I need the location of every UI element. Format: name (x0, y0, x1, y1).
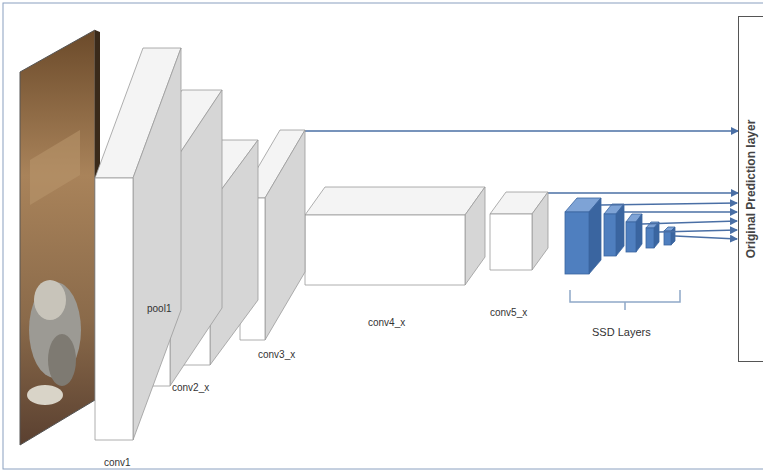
bracket (570, 290, 680, 310)
layer-label: pool1 (147, 303, 171, 314)
layer-label: conv3_x (258, 349, 295, 360)
layer-label: conv1 (104, 457, 131, 468)
layer-label: conv2_x (172, 382, 209, 393)
conv-block: conv1 (95, 48, 181, 440)
block-shape (305, 187, 485, 285)
group-label: SSD Layers (592, 326, 651, 338)
block-shape (490, 192, 548, 270)
block-face (305, 187, 485, 215)
block-face (532, 192, 548, 270)
frame (3, 3, 763, 469)
conv-block: conv5_x (490, 192, 548, 270)
arrow-connector (548, 192, 738, 193)
block-shape (95, 48, 181, 440)
ssd-arrows (601, 203, 737, 239)
layer-label: conv5_x (490, 307, 527, 318)
block-face (95, 178, 133, 440)
block-face (305, 215, 465, 285)
block-face (490, 214, 532, 270)
block-face (265, 130, 305, 340)
ssd-layer-blocks (565, 198, 675, 274)
block-face (465, 187, 485, 285)
prediction-layer-box: Original Prediction layer (738, 16, 763, 362)
vertical-label: Original Prediction layer (739, 17, 763, 361)
conv-block: conv4_x (305, 187, 485, 285)
layer-label: conv4_x (368, 317, 405, 328)
block-face (133, 48, 181, 440)
arrow-connector (305, 130, 738, 131)
input-image (20, 30, 100, 445)
